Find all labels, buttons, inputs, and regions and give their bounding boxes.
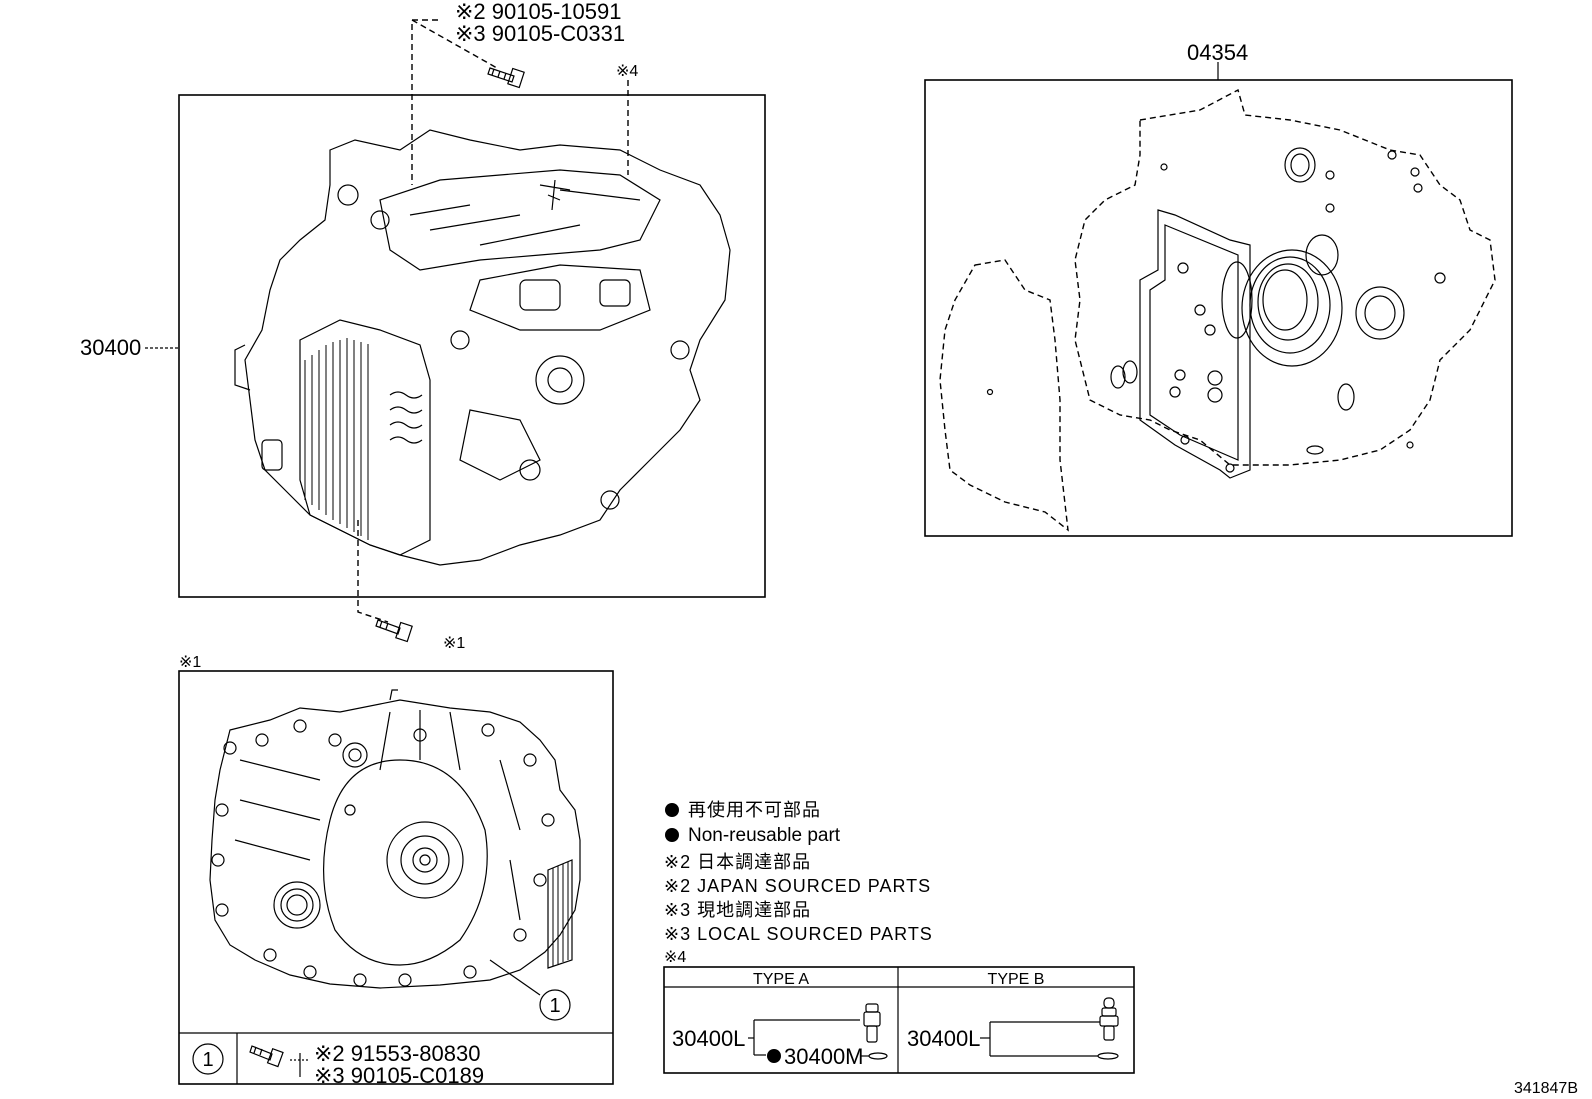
sensor-icon [863,1003,881,1043]
legend-item4: ※4 [664,949,686,966]
note1-box-callout: ※1 [179,654,201,671]
bolt-icon [249,1045,284,1068]
type-b-header: TYPE B [988,971,1045,988]
callout-circle-1: 1 [549,995,560,1017]
figure-id: 341847B [1514,1080,1578,1097]
gasket-kit-panel [924,62,1513,537]
note1-view-panel: 1 1 [178,670,614,1085]
transaxle-drawing [234,129,731,566]
bottom-bolt-note2: ※2 91553-80830 [314,1041,480,1066]
type-b-part-30400l: 30400L [907,1026,980,1051]
legend-item1-en: Non-reusable part [688,825,841,846]
sensor-icon [1099,997,1119,1041]
bolt-icon [487,67,525,89]
filled-dot-icon [665,828,679,842]
legend-item1-jp: 再使用不可部品 [688,800,821,820]
bolt-note3: ※3 90105-C0331 [455,21,625,46]
bolt-icon [375,619,413,643]
legend-item2-en: ※2 JAPAN SOURCED PARTS [664,876,931,896]
type-a-part-30400l: 30400L [672,1026,745,1051]
bottom-row-circle-1: 1 [202,1049,213,1071]
legend-item3-jp: ※3 現地調達部品 [664,900,811,920]
legend [665,803,679,842]
callout-04354: 04354 [1187,40,1248,65]
note4-callout: ※4 [616,63,638,80]
type-a-part-30400m: 30400M [784,1044,864,1069]
bolt-note2: ※2 90105-10591 [455,0,621,24]
note1-bolt-callout: ※1 [443,635,465,652]
bolt-boss-circles [211,719,555,987]
legend-item2-jp: ※2 日本調達部品 [664,852,811,872]
transaxle-assembly-panel [145,19,766,643]
filled-dot-icon [767,1049,781,1063]
callout-30400: 30400 [80,335,141,360]
type-a-header: TYPE A [753,971,809,988]
bottom-bolt-note3: ※3 90105-C0189 [314,1063,484,1088]
legend-item3-en: ※3 LOCAL SOURCED PARTS [664,924,933,944]
filled-dot-icon [665,803,679,817]
type-table [663,966,1135,1074]
